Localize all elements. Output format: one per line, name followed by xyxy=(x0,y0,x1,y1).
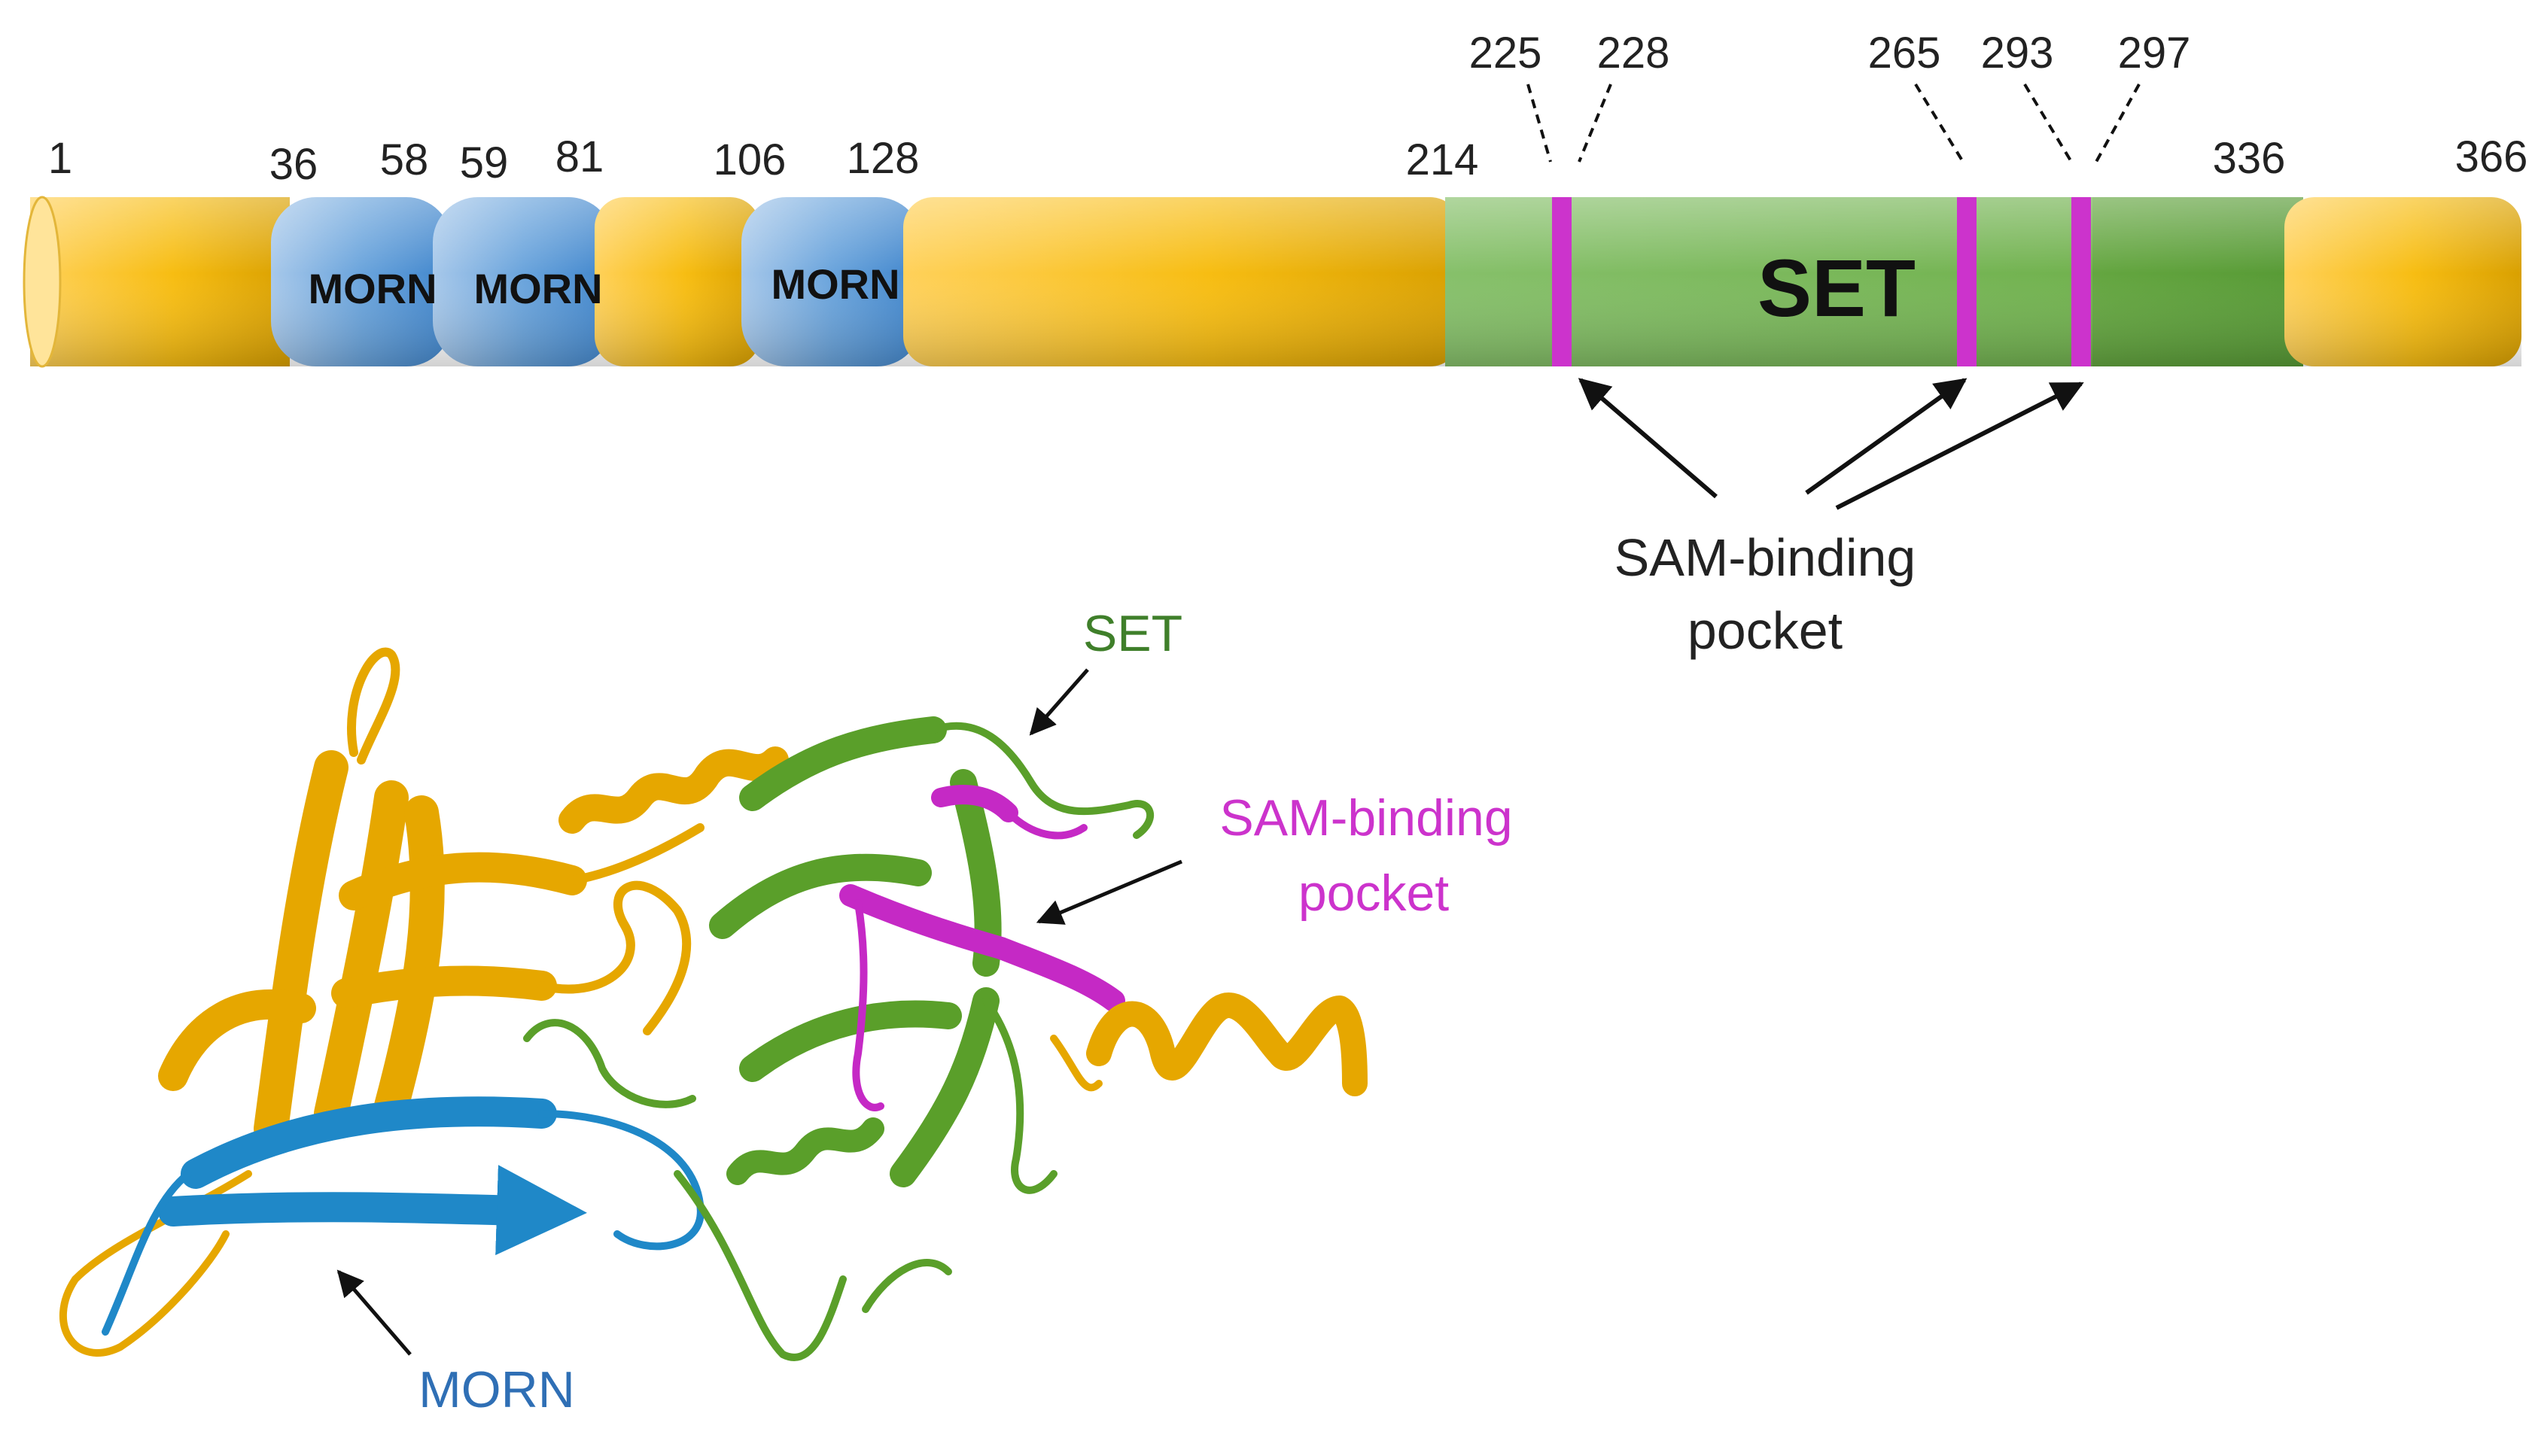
position-225: 225 xyxy=(1469,29,1542,78)
orange-loop-1 xyxy=(537,880,692,1035)
orange-region xyxy=(59,647,789,1357)
orange-loop-2 xyxy=(568,823,705,885)
structure-morn-label: MORN xyxy=(418,1361,575,1418)
green-set-domain xyxy=(523,716,1155,1361)
set-strand-2 xyxy=(709,853,932,939)
sam-band-265 xyxy=(1957,197,1977,366)
morn-label-3: MORN xyxy=(771,260,899,308)
protein-bar: MORN MORN MORN SET xyxy=(23,196,2521,368)
structure-cartoon xyxy=(59,647,1368,1361)
leader-297 xyxy=(2095,84,2141,163)
structure-set-arrow xyxy=(1029,668,1089,736)
orange-tail-loop xyxy=(59,1170,252,1357)
morn-strand-1 xyxy=(181,1096,557,1189)
structure-morn-arrow xyxy=(336,1269,412,1356)
sam-arrow-3 xyxy=(1835,381,2084,510)
morn-tail xyxy=(102,1170,192,1336)
sam-pocket-callout xyxy=(1578,378,2084,510)
sam-pocket-label-line1: SAM-binding xyxy=(1614,528,1916,587)
set-label: SET xyxy=(1757,242,1916,333)
orange-strand-1 xyxy=(254,750,348,1146)
set-strand-4 xyxy=(890,987,1000,1187)
orange-strand-5 xyxy=(331,965,557,1008)
set-loop-5 xyxy=(523,1019,696,1108)
position-265: 265 xyxy=(1868,29,1941,78)
bar-shading xyxy=(30,197,2521,366)
morn-loop-right xyxy=(538,1110,705,1251)
set-helix xyxy=(726,1117,884,1185)
leader-225 xyxy=(1526,84,1552,163)
residue-positions: 1 36 58 59 81 106 128 214 225 228 265 29… xyxy=(48,29,2528,189)
sam-loop-lower xyxy=(852,899,884,1111)
sam-strand-top xyxy=(931,785,1018,822)
set-loop-2 xyxy=(674,1170,847,1361)
orange-strand-6 xyxy=(158,989,316,1091)
blue-morn-strands xyxy=(102,1096,705,1336)
position-106: 106 xyxy=(714,135,787,184)
position-228: 228 xyxy=(1597,29,1670,78)
sam-band-225 xyxy=(1552,197,1572,366)
position-366: 366 xyxy=(2455,132,2528,181)
c-term-helix xyxy=(1086,992,1368,1096)
position-leaders xyxy=(1526,83,2141,163)
set-strand-3 xyxy=(739,1000,962,1082)
sam-arrow-2 xyxy=(1805,378,1967,495)
orange-helix-top xyxy=(558,746,789,834)
position-128: 128 xyxy=(847,134,920,183)
orange-strand-2 xyxy=(314,780,409,1131)
sam-strand-main xyxy=(839,884,1125,1012)
position-58: 58 xyxy=(380,135,429,184)
sam-arrow-1 xyxy=(1578,378,1718,499)
leader-228 xyxy=(1578,84,1612,163)
morn-strand-2 xyxy=(158,1165,587,1256)
orange-strand-3 xyxy=(374,795,445,1123)
sam-pocket-label-line2: pocket xyxy=(1687,601,1843,660)
position-297: 297 xyxy=(2118,29,2191,78)
set-loop-3 xyxy=(982,997,1058,1194)
structure-set-label: SET xyxy=(1083,605,1182,662)
position-214: 214 xyxy=(1406,135,1479,184)
sam-band-293 xyxy=(2071,197,2091,366)
leader-265 xyxy=(1914,83,1964,163)
sam-loop-top xyxy=(1005,809,1088,840)
bar-end-cap xyxy=(23,196,62,368)
position-1: 1 xyxy=(48,134,72,183)
leader-293 xyxy=(2023,83,2073,163)
morn-label-1: MORN xyxy=(308,265,437,312)
structure-sam-label-line1: SAM-binding xyxy=(1219,789,1512,847)
c-term-link xyxy=(1050,1035,1103,1092)
orange-strand-4 xyxy=(339,852,587,910)
set-loop-4 xyxy=(862,1259,952,1313)
position-36: 36 xyxy=(269,140,318,189)
set-loop-1 xyxy=(930,722,1155,839)
position-81: 81 xyxy=(555,132,604,181)
structure-sam-arrow xyxy=(1036,859,1182,925)
position-293: 293 xyxy=(1981,29,2054,78)
orange-loop-top xyxy=(347,647,400,764)
magenta-sam-pocket xyxy=(839,785,1125,1111)
position-336: 336 xyxy=(2213,134,2286,183)
set-strand-1 xyxy=(739,716,947,811)
position-59: 59 xyxy=(460,138,509,187)
morn-label-2: MORN xyxy=(473,265,602,312)
orange-c-terminal-helix xyxy=(1050,992,1368,1096)
structure-sam-label-line2: pocket xyxy=(1298,865,1449,922)
